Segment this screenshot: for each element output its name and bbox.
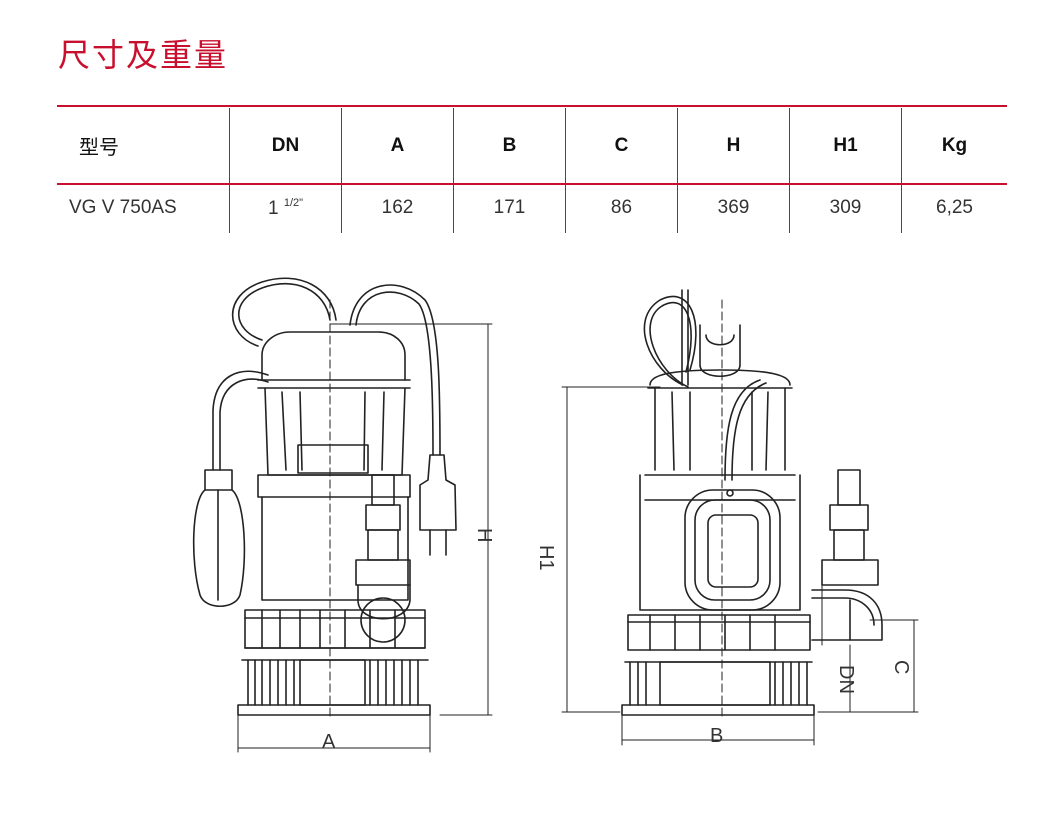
cell-dn: 1 1/2" [229,183,342,233]
dimension-label-c: C [890,660,912,674]
cell-dn-whole: 1 [267,197,279,219]
header-b: B [453,108,566,183]
page-title: 尺寸及重量 [58,36,229,74]
header-h: H [677,108,790,183]
cell-h1: 309 [789,183,902,233]
table-row: VG V 750AS 1 1/2" 162 171 86 369 309 6,2… [57,183,1007,233]
dimensions-table: 型号 DN A B C H H1 Kg VG V 750AS 1 1/2" 16… [57,108,1007,233]
header-kg: Kg [901,108,1007,183]
cell-c: 86 [565,183,678,233]
table-header-row: 型号 DN A B C H H1 Kg [57,108,1007,183]
cell-h: 369 [677,183,790,233]
cell-a: 162 [341,183,454,233]
header-a: A [341,108,454,183]
dimension-label-dn: DN [835,665,857,694]
table-top-rule [57,105,1007,107]
front-dimension-lines [237,323,493,753]
side-dimension-lines [561,386,919,746]
side-view-pump [621,289,883,721]
front-view-pump [192,277,457,721]
cell-kg: 6,25 [901,183,1007,233]
cell-dn-fraction: 1/2" [283,196,304,209]
cell-b: 171 [453,183,566,233]
cell-model: VG V 750AS [69,197,177,218]
header-dn: DN [229,108,342,183]
dimension-label-b: B [710,725,723,747]
dimension-label-h: H [473,528,495,542]
header-c: C [565,108,678,183]
dimension-label-h1: H1 [535,545,557,571]
header-model: 型号 [79,135,119,159]
header-h1: H1 [789,108,902,183]
dimension-label-a: A [322,731,336,753]
